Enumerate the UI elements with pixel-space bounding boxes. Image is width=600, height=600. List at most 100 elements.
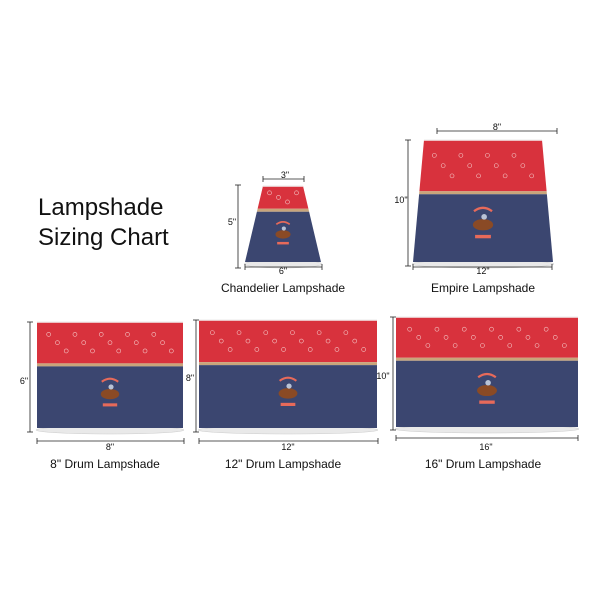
chandelier-emblem-text-arc [275,221,291,226]
drum8-paisley-icon [46,332,51,337]
drum16-paisley-icon [480,343,485,348]
drum16-paisley-icon [443,335,449,340]
drum16-paisley-icon [507,343,513,348]
chandelier-shade [243,185,323,269]
drum12-paisley-icon [307,347,313,352]
drum12-paisley-icon [218,338,224,344]
chandelier-tan-stripe [256,208,310,212]
drum8-paisley-icon [90,348,95,354]
drum16-paisley-icon [489,326,494,332]
drum12-paisley-icon [227,347,233,352]
empire-emblem-text [475,234,491,239]
drum8-paisley-icon [169,348,174,354]
drum8-paisley-icon [81,340,87,345]
empire-paisley-icon [440,163,446,168]
drum8-label: 8" Drum Lampshade [50,457,160,471]
drum16-tan-stripe [396,357,578,361]
drum16-paisley-icon [498,335,503,340]
drum8-paisley-icon [116,348,122,354]
drum16-paisley-icon [434,326,440,332]
drum12-rider-icon [286,383,292,389]
chandelier-red-band [257,186,309,209]
drum8-paisley-icon [142,348,148,354]
drum16-paisley-icon [407,326,412,332]
drum12-paisley-icon [361,347,366,352]
empire-paisley-icon [458,153,464,158]
drum16-paisley-icon [552,335,558,340]
drum16-paisley-icon [471,335,476,340]
empire-top-dim: 8" [492,122,502,132]
drum12-paisley-icon [263,330,269,335]
drum12-paisley-icon [245,338,251,344]
drum8-bottom-dim: 8" [105,442,115,452]
drum8-horse-icon [100,388,120,400]
drum12-red-band [199,320,377,363]
empire-paisley-icon [476,173,481,179]
drum16-label: 16" Drum Lampshade [424,457,542,471]
drum12-paisley-icon [236,330,242,335]
empire-paisley-icon [485,153,490,158]
empire-paisley-icon [529,173,534,179]
drum8-paisley-icon [55,340,60,345]
drum16-paisley-icon [543,326,549,332]
empire-rider-icon [481,214,487,220]
drum12-paisley-icon [290,330,295,335]
drum16-paisley-icon [534,343,540,348]
chandelier-bottom-dim: 6" [278,266,288,276]
drum8-shade [35,321,185,435]
empire-red-band [419,140,547,192]
drum12-paisley-icon [254,347,260,352]
drum12-height-dim: 8" [185,373,195,383]
chandelier-paisley-icon [276,195,281,200]
empire-paisley-icon [467,163,473,168]
drum12-horse-icon [278,388,298,399]
drum12-paisley-icon [316,330,322,335]
drum8-paisley-icon [125,332,130,337]
chandelier-horse-icon [275,230,291,239]
chandelier-top-dim: 3" [280,170,290,180]
drum8-paisley-icon [72,332,78,337]
drum8-height-dim: 6" [19,376,29,386]
drum12-paisley-icon [281,347,286,352]
drum8-emblem-text [102,403,118,407]
drum12-label: 12" Drum Lampshade [224,457,342,471]
empire-paisley-icon [520,163,526,168]
empire-shade [411,139,555,269]
chandelier-height-dim: 5" [227,217,237,227]
drum12-bottom-dim: 12" [281,442,295,452]
empire-tan-stripe [419,191,547,195]
empire-horse-icon [472,219,494,231]
drum16-shade [394,316,580,434]
drum16-paisley-icon [562,343,567,348]
title-line-2: Sizing Chart [38,224,169,251]
empire-height-dim: 10" [394,195,408,205]
drum8-tan-stripe [37,363,183,367]
empire-paisley-icon [432,153,437,158]
title-line-1: Lampshade [38,194,164,221]
drum8-paisley-icon [63,348,69,354]
drum12-paisley-icon [210,330,215,335]
drum16-paisley-icon [525,335,531,340]
drum16-rider-icon [485,380,491,386]
drum8-emblem-text-arc [101,377,119,383]
drum16-emblem-text-arc [477,372,497,379]
drum12-shade [197,319,379,435]
chandelier-emblem-text [277,241,289,245]
drum8-paisley-icon [107,340,113,345]
chandelier-rider-icon [281,226,286,231]
chandelier-paisley-icon [285,199,290,205]
empire-paisley-icon [449,173,455,179]
drum16-horse-icon [477,385,497,397]
empire-paisley-icon [511,153,517,158]
empire-label: Empire Lampshade [430,281,536,295]
drum8-paisley-icon [160,340,165,345]
page-title: Lampshade Sizing Chart [38,193,169,253]
drum16-height-dim: 10" [376,371,390,381]
drum8-paisley-icon [133,340,139,345]
drum12-tan-stripe [199,362,377,366]
drum16-paisley-icon [516,326,522,332]
drum12-emblem-text [280,402,296,406]
drum8-rider-icon [108,384,114,390]
empire-emblem-text-arc [473,206,493,213]
